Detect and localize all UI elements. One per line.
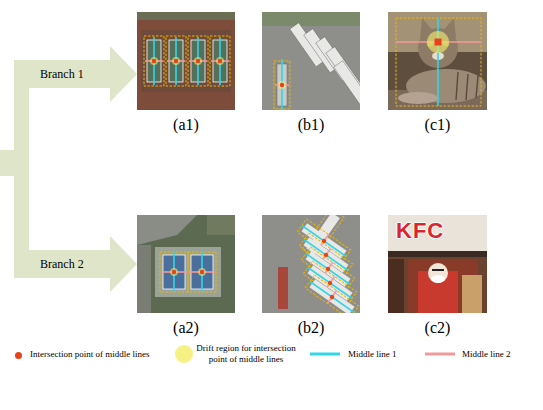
panel-caption: (b2) bbox=[242, 319, 380, 337]
image-panel: (b2) bbox=[262, 215, 360, 313]
legend-dot bbox=[15, 352, 22, 359]
aerial-court-image bbox=[137, 215, 235, 313]
legend-text: Drift region for intersection point of m… bbox=[196, 343, 296, 365]
legend-text: Intersection point of middle lines bbox=[30, 349, 149, 360]
legend-text: Middle line 1 bbox=[348, 349, 397, 360]
image-panel: (a1) bbox=[137, 12, 235, 110]
sign-text: KFC bbox=[396, 218, 444, 244]
branch-label: Branch 2 bbox=[40, 257, 84, 272]
legend-circle bbox=[175, 345, 193, 363]
panel-caption: (a1) bbox=[117, 116, 255, 134]
branch-label: Branch 1 bbox=[40, 67, 84, 82]
panel-caption: (c2) bbox=[368, 319, 507, 337]
image-panel: (c1) bbox=[388, 12, 487, 110]
panel-caption: (c1) bbox=[368, 116, 507, 134]
panel-caption: (b1) bbox=[242, 116, 380, 134]
image-panel: (a2) bbox=[137, 215, 235, 313]
truck-parking-image bbox=[262, 12, 360, 110]
cat-image bbox=[388, 12, 487, 110]
image-panel: (b1) bbox=[262, 12, 360, 110]
legend-text: Middle line 2 bbox=[462, 349, 511, 360]
tennis-court-image bbox=[137, 12, 235, 110]
panel-caption: (a2) bbox=[117, 319, 255, 337]
truck-parking-image bbox=[262, 215, 360, 313]
